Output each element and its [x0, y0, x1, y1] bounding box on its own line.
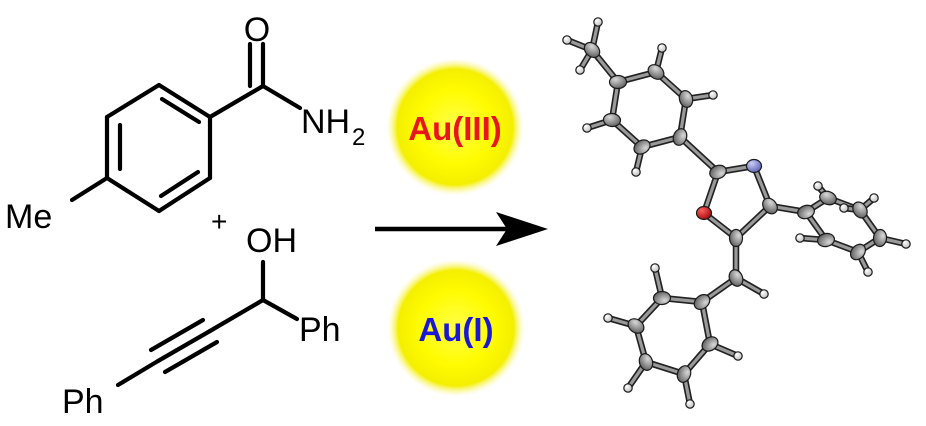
- methyl-label: Me: [5, 198, 52, 236]
- catalyst-label-au3: Au(III): [408, 110, 501, 147]
- reaction-arrow: [375, 212, 548, 246]
- hydrogen-atom: [631, 167, 641, 177]
- catalyst-au1: Au(I): [388, 260, 524, 396]
- crystal-structure: [562, 17, 911, 409]
- amine-label: NH: [301, 103, 350, 141]
- carbon-atom: [602, 112, 622, 128]
- catalyst-au3: Au(III): [387, 59, 523, 195]
- carbon-atom: [728, 269, 744, 287]
- carbon-atom: [709, 164, 727, 180]
- alkyne-bond: [155, 328, 213, 364]
- phenyl-bond: [260, 297, 300, 322]
- ring-bond: [104, 175, 162, 214]
- alkyne-bond: [148, 317, 206, 353]
- ring-bond: [156, 82, 213, 120]
- amide-cn-bond: [260, 83, 303, 111]
- hydrogen-atom: [839, 203, 849, 213]
- carbon-atom: [627, 318, 645, 334]
- ring-inner-bond: [159, 96, 202, 125]
- carbon-atom: [583, 41, 601, 59]
- amine-subscript: 2: [352, 124, 365, 151]
- carbon-atom: [672, 128, 688, 146]
- arrow-head: [496, 212, 548, 246]
- phenyl-bond: [115, 358, 161, 388]
- hydroxyl-label: OH: [246, 222, 297, 260]
- hydrogen-atom: [575, 65, 585, 75]
- ring-bond: [104, 82, 162, 120]
- carbon-atom: [638, 353, 654, 371]
- hydrogen-atom: [813, 181, 823, 191]
- plus-sign: +: [211, 206, 227, 237]
- carbon-atom: [678, 90, 694, 108]
- hydrogen-atom: [562, 35, 572, 45]
- propargyl-bond: [207, 297, 266, 334]
- hydrogen-atom: [869, 193, 879, 203]
- propargyl-alcohol-reactant: OH Ph Ph: [62, 222, 341, 421]
- carbon-atom: [701, 336, 719, 352]
- carbon-atom: [872, 228, 888, 248]
- carbon-atom: [608, 74, 628, 90]
- carbon-atom: [647, 64, 665, 80]
- hydrogen-atom: [795, 233, 805, 243]
- carbon-atom: [797, 204, 815, 220]
- ring-carbonyl-bond: [207, 83, 266, 120]
- oxygen-atom: [695, 205, 713, 221]
- structure-atoms: [562, 17, 911, 409]
- phenyl-left-label: Ph: [62, 383, 104, 421]
- carbon-atom: [762, 197, 778, 215]
- carbon-atom: [852, 201, 868, 219]
- catalyst-sphere: [387, 59, 523, 195]
- hydrogen-atom: [901, 239, 911, 249]
- structure-bond: [678, 135, 720, 174]
- hydrogen-atom: [657, 43, 667, 53]
- methyl-bond: [69, 175, 110, 203]
- hydrogen-atom: [863, 267, 873, 277]
- carbon-atom: [819, 190, 837, 206]
- carbon-atom: [728, 228, 744, 248]
- hydrogen-atom: [593, 17, 603, 27]
- carbon-atom: [676, 365, 692, 383]
- phenyl-right-label: Ph: [299, 311, 341, 349]
- ring-bond: [156, 175, 213, 214]
- hydrogen-atom: [733, 351, 743, 361]
- carbon-atom: [633, 139, 651, 155]
- hydrogen-atom: [685, 399, 695, 409]
- carbon-atom: [816, 232, 836, 248]
- hydrogen-atom: [708, 90, 718, 100]
- ring-inner-bond: [158, 169, 201, 199]
- carbon-atom: [849, 243, 867, 261]
- catalyst-label-au1: Au(I): [418, 311, 493, 348]
- hydrogen-atom: [623, 383, 633, 393]
- hydrogen-atom: [603, 313, 613, 323]
- amide-reactant: O NH 2 Me: [5, 11, 365, 236]
- oxygen-label: O: [244, 11, 270, 49]
- hydrogen-atom: [650, 263, 660, 273]
- nitrogen-atom: [745, 158, 763, 174]
- catalyst-sphere: [388, 260, 524, 396]
- hydrogen-atom: [582, 123, 592, 133]
- hydrogen-atom: [759, 289, 769, 299]
- carbon-atom: [652, 290, 672, 306]
- carbon-atom: [693, 294, 711, 310]
- alkyne-bond: [162, 339, 220, 375]
